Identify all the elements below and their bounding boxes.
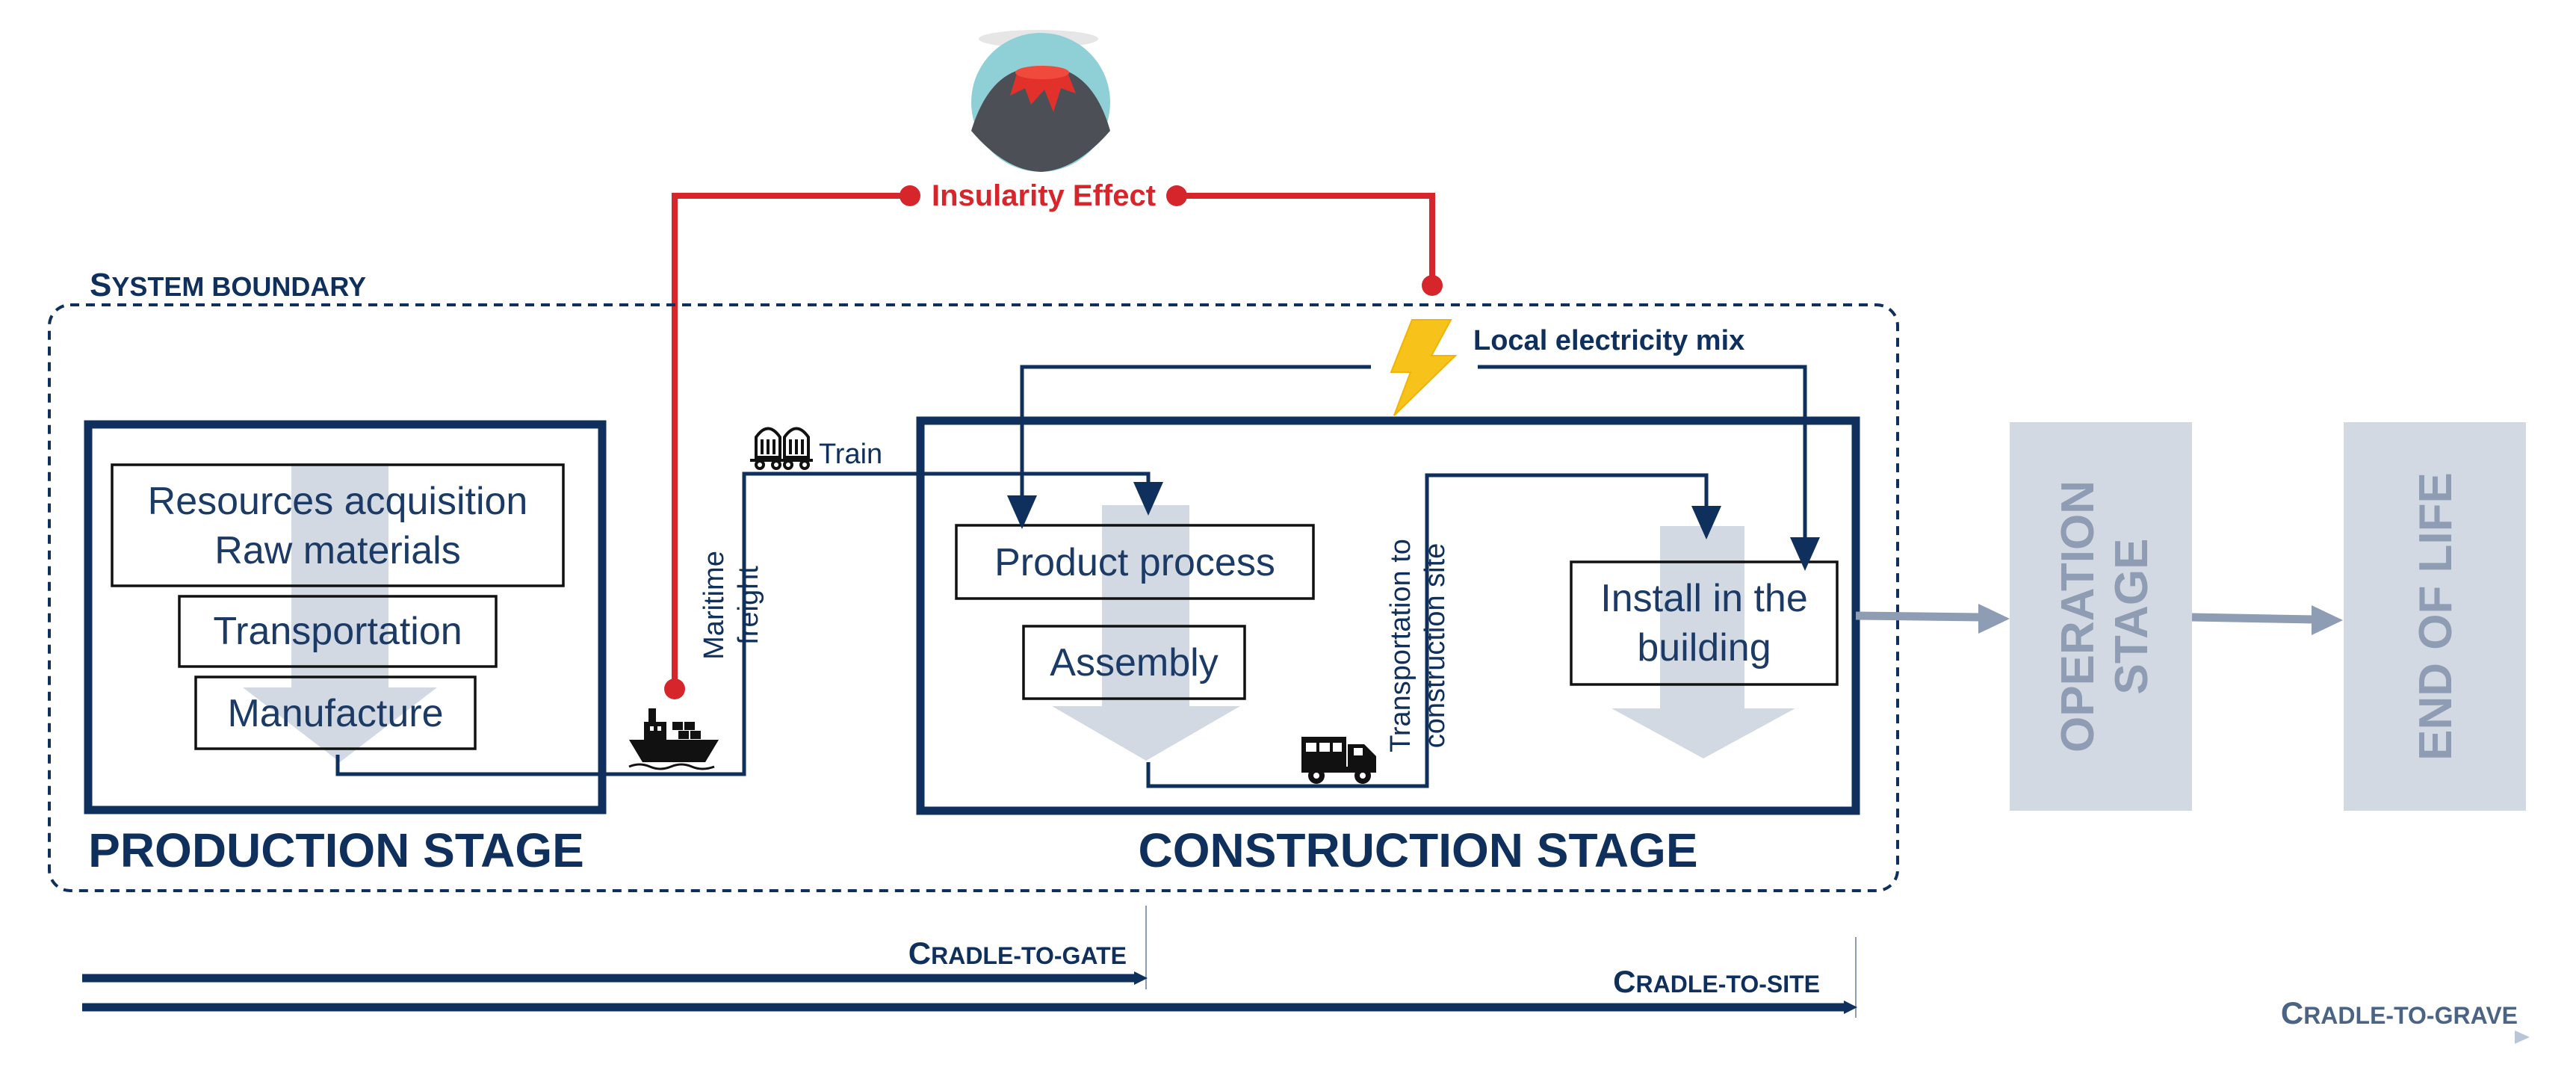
construction-stage-title: CONSTRUCTION STAGE bbox=[1138, 823, 1697, 877]
install-label-line2: building bbox=[1637, 626, 1771, 670]
electricity-to-install bbox=[1478, 365, 1820, 571]
flow-arrow-background bbox=[243, 463, 437, 762]
svg-text:freight: freight bbox=[733, 566, 764, 645]
cradle-to-grave-label: CRADLE-TO-GRAVE bbox=[2281, 995, 2518, 1030]
transportation-label: Transportation bbox=[213, 610, 462, 653]
insularity-connector bbox=[664, 185, 1443, 699]
flow-arrow-background bbox=[1052, 505, 1240, 761]
connector-dot bbox=[664, 678, 685, 699]
resources-box bbox=[111, 463, 565, 587]
volcano-icon bbox=[971, 30, 1110, 172]
install-label-line1: Install in the bbox=[1600, 577, 1808, 620]
train-icon bbox=[750, 427, 813, 470]
electricity-to-process bbox=[1007, 365, 1371, 529]
svg-text:Maritime: Maritime bbox=[699, 551, 730, 660]
svg-text:Transportation to: Transportation to bbox=[1385, 539, 1417, 752]
svg-text:STAGE: STAGE bbox=[2106, 539, 2158, 695]
transportation-box bbox=[178, 595, 498, 668]
manufacture-box bbox=[194, 675, 477, 750]
operation-stage-box bbox=[2010, 422, 2192, 811]
electricity-label: Local electricity mix bbox=[1473, 325, 1744, 356]
scope-cradle-to-site: CRADLE-TO-SITE bbox=[82, 937, 1857, 1018]
product-process-label: Product process bbox=[994, 541, 1275, 584]
site-transport-route bbox=[1146, 473, 1721, 788]
assembly-label: Assembly bbox=[1050, 641, 1218, 684]
end-of-life-label: END OF LIFE bbox=[2410, 472, 2462, 761]
resources-label-line1: Resources acquisition bbox=[148, 480, 528, 523]
scope-cradle-to-grave: CRADLE-TO-GRAVE bbox=[82, 995, 2530, 1044]
system-boundary bbox=[48, 303, 1899, 892]
system-boundary-label: SYSTEM BOUNDARY bbox=[90, 267, 366, 303]
flow-arrow-background bbox=[1611, 526, 1795, 758]
resources-label-line2: Raw materials bbox=[214, 529, 460, 572]
production-stage: Resources acquisition Raw materials Tran… bbox=[84, 420, 607, 814]
product-process-box bbox=[955, 524, 1315, 600]
truck-icon bbox=[1301, 737, 1376, 784]
svg-text:construction site: construction site bbox=[1419, 543, 1451, 749]
svg-text:OPERATION: OPERATION bbox=[2052, 480, 2104, 752]
cradle-to-site-label: CRADLE-TO-SITE bbox=[1613, 964, 1820, 999]
production-stage-frame bbox=[84, 420, 607, 814]
install-box bbox=[1570, 560, 1839, 686]
connector-dot bbox=[1166, 185, 1187, 206]
scope-cradle-to-gate: CRADLE-TO-GATE bbox=[82, 906, 1148, 989]
manufacture-label: Manufacture bbox=[227, 692, 443, 735]
production-stage-title: PRODUCTION STAGE bbox=[88, 823, 584, 877]
site-transport-label: Transportation to construction site bbox=[1385, 539, 1451, 752]
connector-dot bbox=[1422, 275, 1443, 296]
maritime-label: Maritime freight bbox=[699, 551, 764, 660]
assembly-box bbox=[1022, 625, 1246, 700]
svg-text:END OF LIFE: END OF LIFE bbox=[2410, 472, 2462, 761]
train-label: Train bbox=[819, 439, 882, 470]
insularity-label: Insularity Effect bbox=[932, 179, 1156, 212]
lightning-icon bbox=[1390, 319, 1458, 416]
stage-flow-arrows bbox=[1855, 604, 2343, 635]
transport-flow-lines bbox=[335, 365, 1820, 788]
operation-stage-label: OPERATION STAGE bbox=[2052, 480, 2158, 752]
maritime-train-route bbox=[335, 472, 1163, 776]
ship-icon bbox=[628, 708, 719, 770]
cradle-to-gate-label: CRADLE-TO-GATE bbox=[908, 936, 1127, 971]
connector-dot bbox=[900, 185, 920, 206]
end-of-life-box bbox=[2344, 422, 2526, 811]
